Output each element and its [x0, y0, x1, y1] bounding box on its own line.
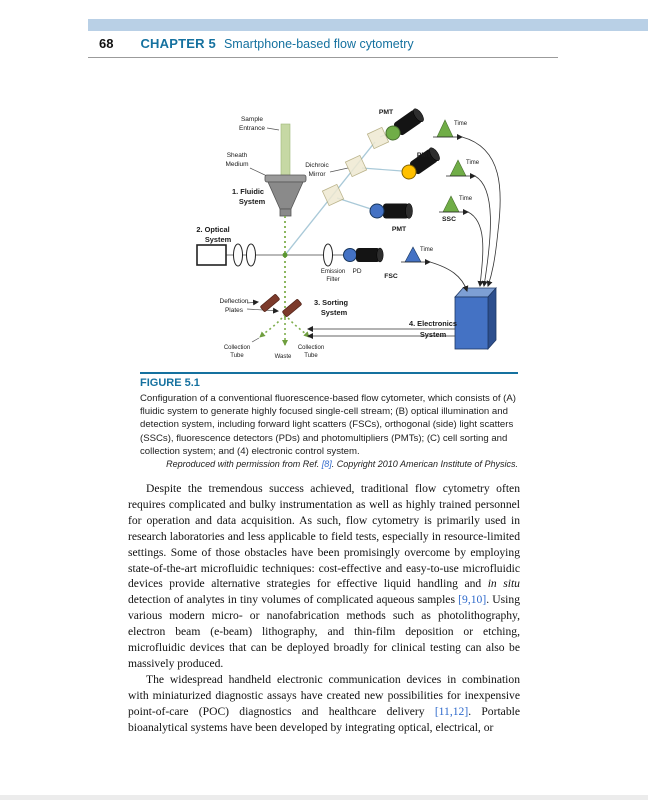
label-sample-entrance-1: Sample: [241, 116, 263, 123]
label-collection-tube-left-2: Tube: [230, 353, 244, 359]
label-fluidic-system-1: 1. Fluidic: [232, 187, 264, 196]
label-ssc: SSC: [442, 216, 456, 223]
pmt-detector-blue: [369, 203, 413, 219]
p1-text-2: detection of analytes in tiny volumes of…: [128, 593, 459, 607]
label-time-2: Time: [466, 160, 480, 166]
label-time-4: Time: [420, 247, 434, 253]
label-fluidic-system-2: System: [239, 197, 266, 206]
page-bottom-edge: [0, 795, 648, 800]
paragraph-2: The widespread handheld electronic commu…: [128, 672, 520, 736]
label-sheath-medium-2: Medium: [225, 161, 248, 168]
credit-text-prefix: Reproduced with permission from Ref.: [166, 459, 322, 469]
paragraph-1: Despite the tremendous success achieved,…: [128, 481, 520, 672]
label-sample-entrance-2: Entrance: [239, 125, 265, 132]
label-waste: Waste: [275, 354, 292, 360]
label-electronics-system-1: 4. Electronics: [409, 319, 457, 328]
label-emission-filter-1: Emission: [321, 269, 345, 275]
p1-text-3: . Using various modern micro- or nanofab…: [128, 593, 520, 670]
label-sorting-system-2: System: [321, 308, 348, 317]
reference-link-9-10[interactable]: [9,10]: [458, 593, 487, 607]
label-sheath-medium-1: Sheath: [227, 152, 248, 159]
label-electronics-system-2: System: [420, 330, 447, 339]
page-number: 68: [99, 36, 114, 51]
label-time-3: Time: [459, 196, 473, 202]
pmt-detector-yellow: [401, 147, 440, 180]
label-optical-system-2: System: [205, 235, 232, 244]
figure-label: FIGURE 5.1: [140, 377, 200, 389]
label-collection-tube-right-1: Collection: [298, 345, 324, 351]
label-deflection-plates-1: Deflection: [220, 298, 249, 305]
label-collection-tube-right-2: Tube: [304, 353, 318, 359]
p1-text-1: Despite the tremendous success achieved,…: [128, 482, 520, 591]
label-dichroic-mirror-1: Dichroic: [305, 162, 329, 169]
label-dichroic-mirror-2: Mirror: [309, 171, 327, 178]
electronics-box: [454, 286, 497, 351]
body-text: Despite the tremendous success achieved,…: [128, 481, 520, 736]
label-emission-filter-2: Filter: [326, 277, 339, 283]
fluidic-system-shapes: [264, 123, 307, 217]
deflection-plates-shapes: [260, 294, 302, 317]
pmt-detector-green: [385, 108, 424, 141]
credit-text-suffix: . Copyright 2010 American Institute of P…: [331, 459, 518, 469]
figure-5-1-diagram: Sample Entrance Sheath Medium 1. Fluidic…: [126, 96, 526, 370]
figure-credit: Reproduced with permission from Ref. [8]…: [140, 459, 518, 469]
p1-italic-in-situ: in situ: [487, 577, 520, 591]
label-deflection-plates-2: Plates: [225, 307, 244, 314]
reference-link-8[interactable]: [8]: [321, 459, 332, 469]
header-band: [88, 19, 648, 31]
label-time-1: Time: [454, 121, 468, 127]
label-pmt-bottom: PMT: [392, 226, 407, 233]
label-optical-system-1: 2. Optical: [196, 225, 229, 234]
label-sorting-system-1: 3. Sorting: [314, 298, 349, 307]
p2-text-1: The widespread handheld electronic commu…: [128, 672, 520, 718]
flow-cytometer-diagram: Sample Entrance Sheath Medium 1. Fluidic…: [196, 108, 501, 360]
label-pmt-middle: PMT: [417, 152, 432, 159]
chapter-title: Smartphone-based flow cytometry: [223, 37, 414, 51]
page-header: 68 CHAPTER 5 Smartphone-based flow cytom…: [99, 36, 619, 51]
cell-stream: [259, 216, 310, 346]
label-fsc: FSC: [384, 273, 398, 280]
p2-text-2: . Portable bioanalytical systems have be…: [128, 704, 520, 734]
label-pd: PD: [352, 268, 361, 275]
optical-system-shapes: [196, 243, 256, 267]
label-collection-tube-left-1: Collection: [224, 345, 250, 351]
fsc-detector-chain: [323, 243, 384, 267]
signal-plots: [401, 119, 476, 265]
label-pmt-top: PMT: [379, 109, 394, 116]
figure-rule: [140, 372, 518, 374]
reference-link-11-12[interactable]: [11,12]: [434, 704, 469, 718]
signal-wires: [307, 136, 501, 339]
dichroic-mirrors: [321, 126, 390, 207]
figure-caption: Configuration of a conventional fluoresc…: [140, 393, 516, 457]
chapter-label: CHAPTER 5: [140, 36, 216, 51]
header-rule: [88, 57, 558, 58]
